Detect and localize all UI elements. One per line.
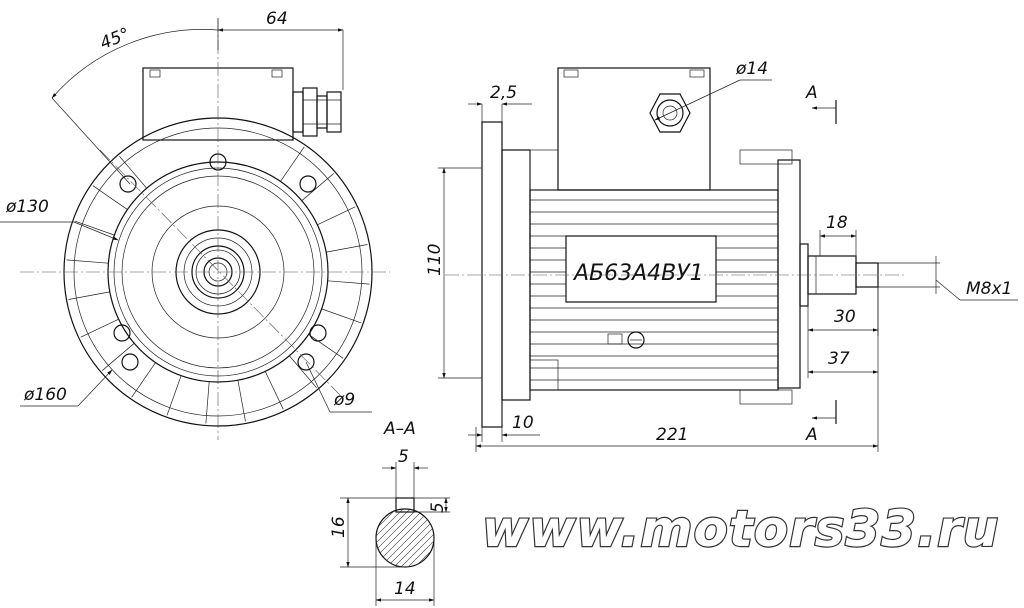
cable-gland xyxy=(292,87,342,137)
shaft-section xyxy=(375,508,435,568)
gland-hex xyxy=(649,93,691,133)
width-64-label: 64 xyxy=(266,9,288,29)
ground-screw xyxy=(607,331,645,349)
height-110-label: 110 xyxy=(425,244,445,276)
section-a-top: A xyxy=(805,83,818,103)
section-a-a: A–A 5 5 16 14 xyxy=(329,419,450,606)
cooling-fins xyxy=(66,146,370,424)
nameplate xyxy=(565,235,717,303)
d9-label: ø9 xyxy=(333,390,355,410)
dia-14-label: 14 xyxy=(394,579,416,599)
len-10-label: 10 xyxy=(512,413,534,433)
d160-label: ø160 xyxy=(23,385,67,405)
key-width-label: 5 xyxy=(398,447,409,467)
d14-label: ø14 xyxy=(735,59,768,79)
dia-16-label: 16 xyxy=(329,516,349,538)
flange-2-5-label: 2,5 xyxy=(490,83,517,103)
side-fins xyxy=(530,199,778,381)
flange-plate xyxy=(481,121,503,428)
terminal-box-side xyxy=(557,67,711,191)
bolt-holes xyxy=(113,153,327,371)
watermark: www.motors33.ru xyxy=(482,500,999,558)
key xyxy=(395,497,415,513)
section-a-bottom: A xyxy=(805,425,818,445)
len-30-label: 30 xyxy=(834,307,856,327)
side-view: АБ63А4ВУ1 ø14 2,5 110 18 M8x1 30 xyxy=(425,59,1018,452)
nameplate-text: АБ63А4ВУ1 xyxy=(572,261,704,286)
len-37-label: 37 xyxy=(828,349,850,369)
section-title: A–A xyxy=(383,419,416,439)
len-221-label: 221 xyxy=(656,425,688,445)
angle-label: 45° xyxy=(97,24,132,54)
shaft-18-label: 18 xyxy=(826,213,848,233)
d130-label: ø130 xyxy=(5,197,49,217)
thread-label: M8x1 xyxy=(966,279,1012,299)
key-height-label: 5 xyxy=(428,502,448,513)
front-view: 45° 64 ø130 ø160 ø9 xyxy=(0,9,390,440)
